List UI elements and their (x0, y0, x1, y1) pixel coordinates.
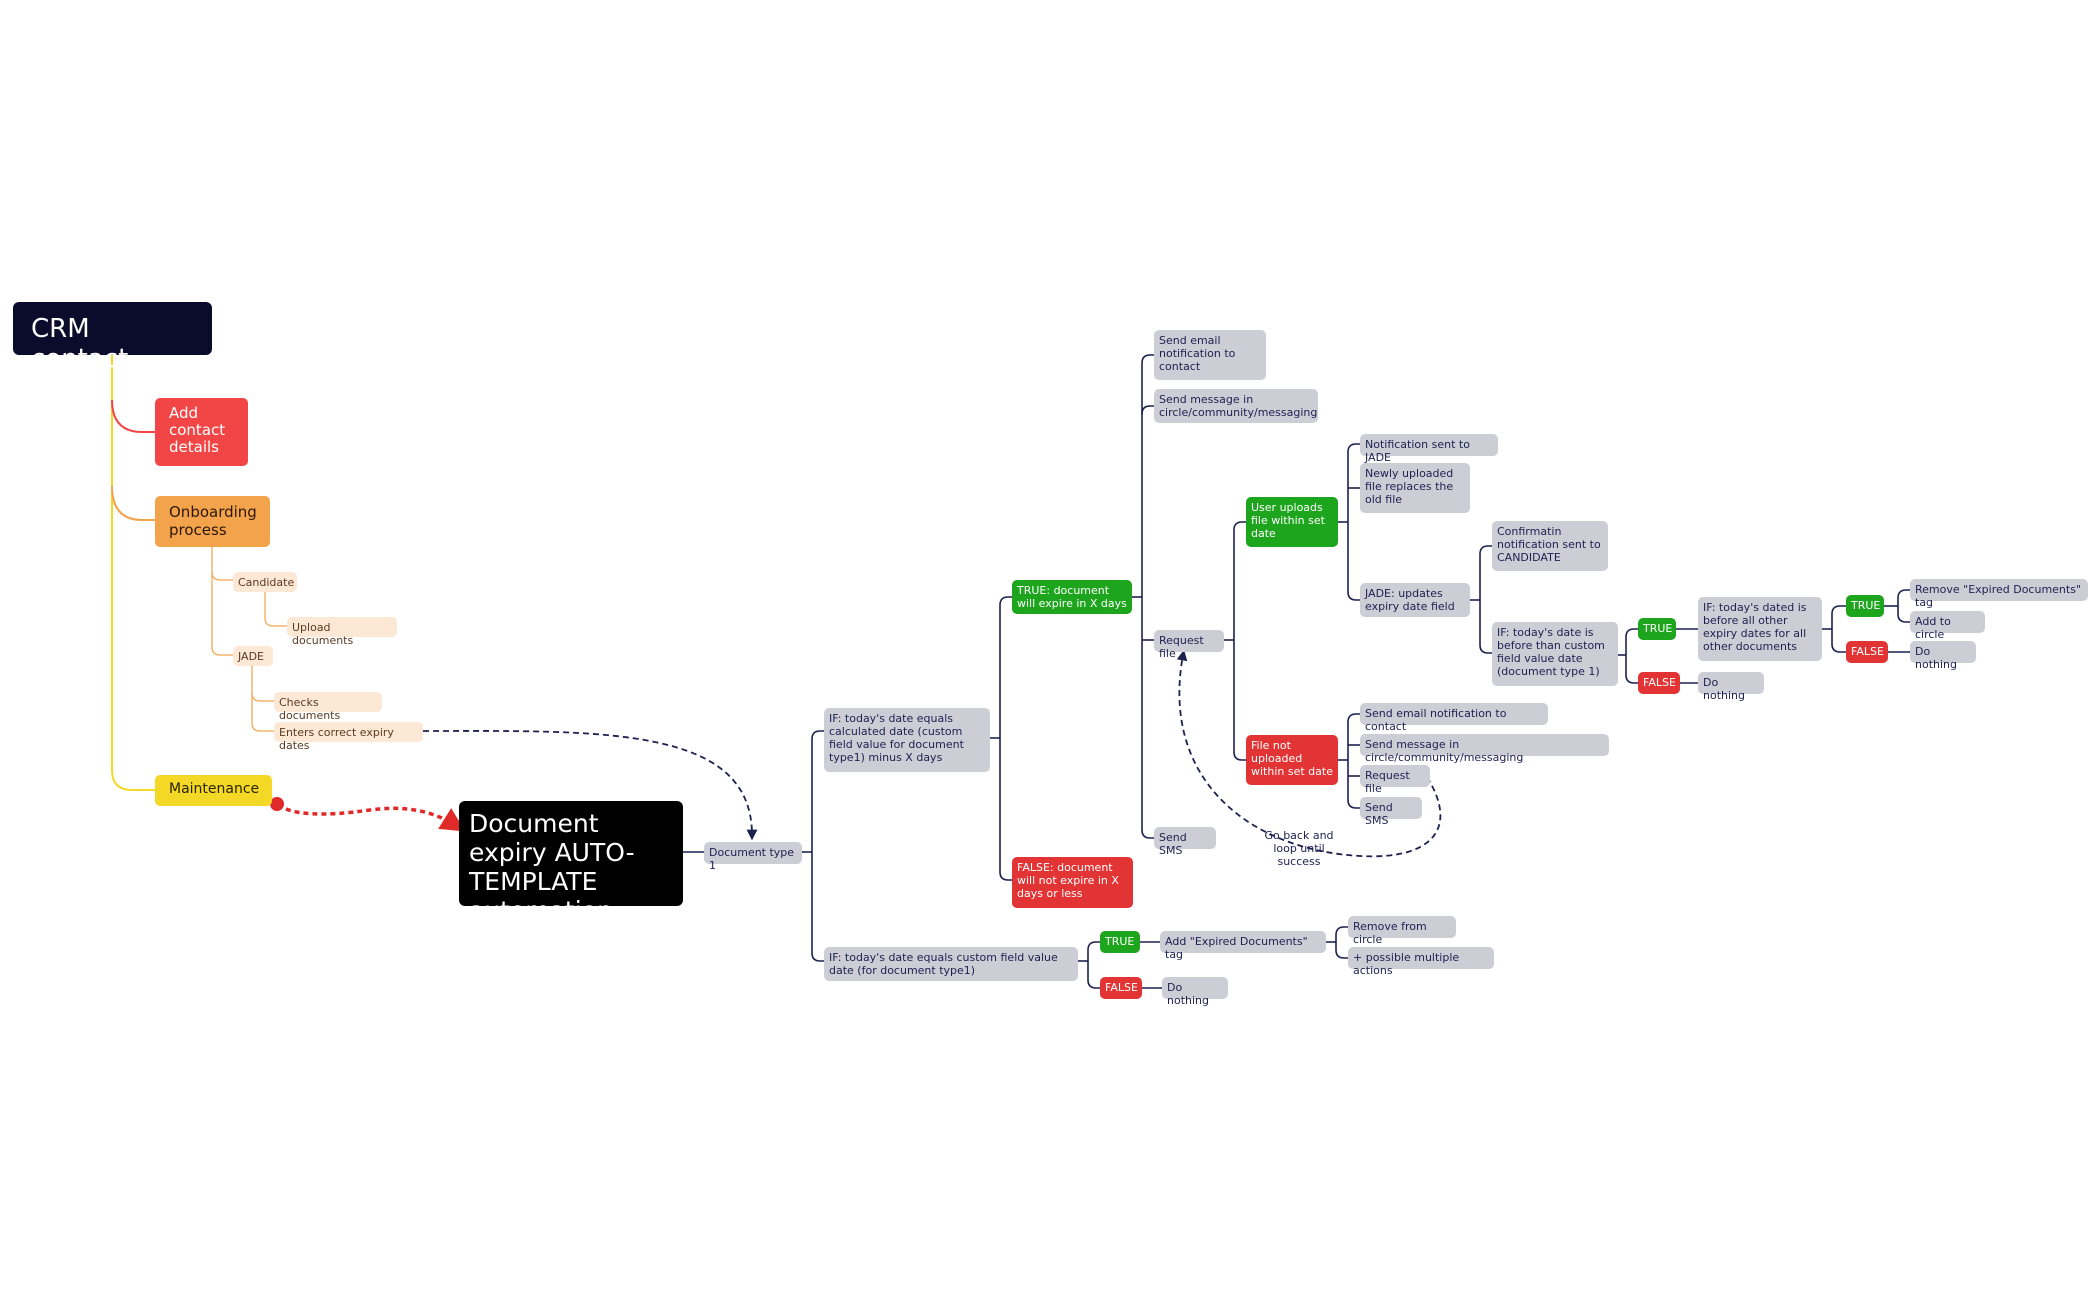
do-nothing-before-node[interactable]: Do nothing (1698, 672, 1764, 702)
true-expire-node[interactable]: TRUE: document will expire in X days (1012, 580, 1132, 614)
loop-arrow (1176, 649, 1442, 858)
false-expire-node[interactable]: FALSE: document will not expire in X day… (1012, 857, 1133, 908)
true-before-node[interactable]: TRUE (1638, 618, 1676, 640)
tree-lines (682, 354, 1910, 989)
if-before-node[interactable]: IF: today's date is before than custom f… (1492, 622, 1618, 686)
add-expired-tag-node[interactable]: Add "Expired Documents" tag (1160, 931, 1326, 961)
file-not-uploaded-node[interactable]: File not uploaded within set date (1246, 735, 1338, 785)
request-file-node[interactable]: Request file (1154, 630, 1224, 660)
maintenance-node[interactable]: Maintenance (155, 775, 272, 806)
enters-expiry-dates-node[interactable]: Enters correct expiry dates (274, 722, 423, 752)
maintenance-arrow-start (270, 797, 284, 811)
true-equal-node[interactable]: TRUE (1100, 931, 1140, 953)
onboarding-process-node[interactable]: Onboarding process (155, 496, 270, 547)
false-dated-node[interactable]: FALSE (1846, 641, 1888, 663)
maintenance-arrow (277, 803, 466, 832)
send-email-node[interactable]: Send email notification to contact (1154, 330, 1266, 380)
add-to-circle-node[interactable]: Add to circle (1910, 611, 1985, 641)
send-message-2-node[interactable]: Send message in circle/community/messagi… (1360, 734, 1609, 764)
expiry-to-doctype-arrow (422, 730, 758, 841)
onboarding-branches (211, 545, 287, 732)
remove-from-circle-node[interactable]: Remove from circle (1348, 916, 1456, 946)
true-dated-node[interactable]: TRUE (1846, 595, 1884, 617)
request-file-2-node[interactable]: Request file (1360, 765, 1430, 795)
jade-node[interactable]: JADE (233, 646, 273, 666)
send-email-2-node[interactable]: Send email notification to contact (1360, 703, 1548, 733)
if-dated-node[interactable]: IF: today's dated is before all other ex… (1698, 597, 1822, 661)
notification-jade-node[interactable]: Notification sent to JADE (1360, 434, 1498, 464)
upload-documents-node[interactable]: Upload documents (287, 617, 397, 647)
add-contact-details-node[interactable]: Add contact details (155, 398, 248, 466)
do-nothing-equal-node[interactable]: Do nothing (1162, 977, 1228, 1007)
document-type-node[interactable]: Document type 1 (704, 842, 802, 872)
if-equal-date-node[interactable]: IF: today's date equals custom field val… (824, 947, 1078, 981)
send-sms-2-node[interactable]: Send SMS (1360, 797, 1422, 827)
false-before-node[interactable]: FALSE (1638, 672, 1680, 694)
send-message-node[interactable]: Send message in circle/community/messagi… (1154, 389, 1318, 423)
remove-expired-tag-node[interactable]: Remove "Expired Documents" tag (1910, 579, 2088, 609)
false-equal-node[interactable]: FALSE (1100, 977, 1142, 999)
document-expiry-node[interactable]: Document expiry AUTO-TEMPLATE automation (459, 801, 683, 925)
checks-documents-node[interactable]: Checks documents (274, 692, 382, 722)
newly-uploaded-node[interactable]: Newly uploaded file replaces the old fil… (1360, 463, 1470, 513)
jade-updates-node[interactable]: JADE: updates expiry date field (1360, 583, 1470, 617)
if-calculated-date-node[interactable]: IF: today's date equals calculated date … (824, 708, 990, 772)
do-nothing-dated-node[interactable]: Do nothing (1910, 641, 1976, 671)
go-back-label: Go back and loop until success (1264, 829, 1334, 868)
confirmation-node[interactable]: Confirmatin notification sent to CANDIDA… (1492, 521, 1608, 571)
send-sms-node[interactable]: Send SMS (1154, 827, 1216, 857)
candidate-node[interactable]: Candidate (233, 572, 297, 592)
user-uploads-node[interactable]: User uploads file within set date (1246, 497, 1338, 547)
possible-multiple-actions-node[interactable]: + possible multiple actions (1348, 947, 1494, 977)
crm-contact-node[interactable]: CRM contact (13, 302, 212, 374)
crm-branches (111, 352, 155, 791)
